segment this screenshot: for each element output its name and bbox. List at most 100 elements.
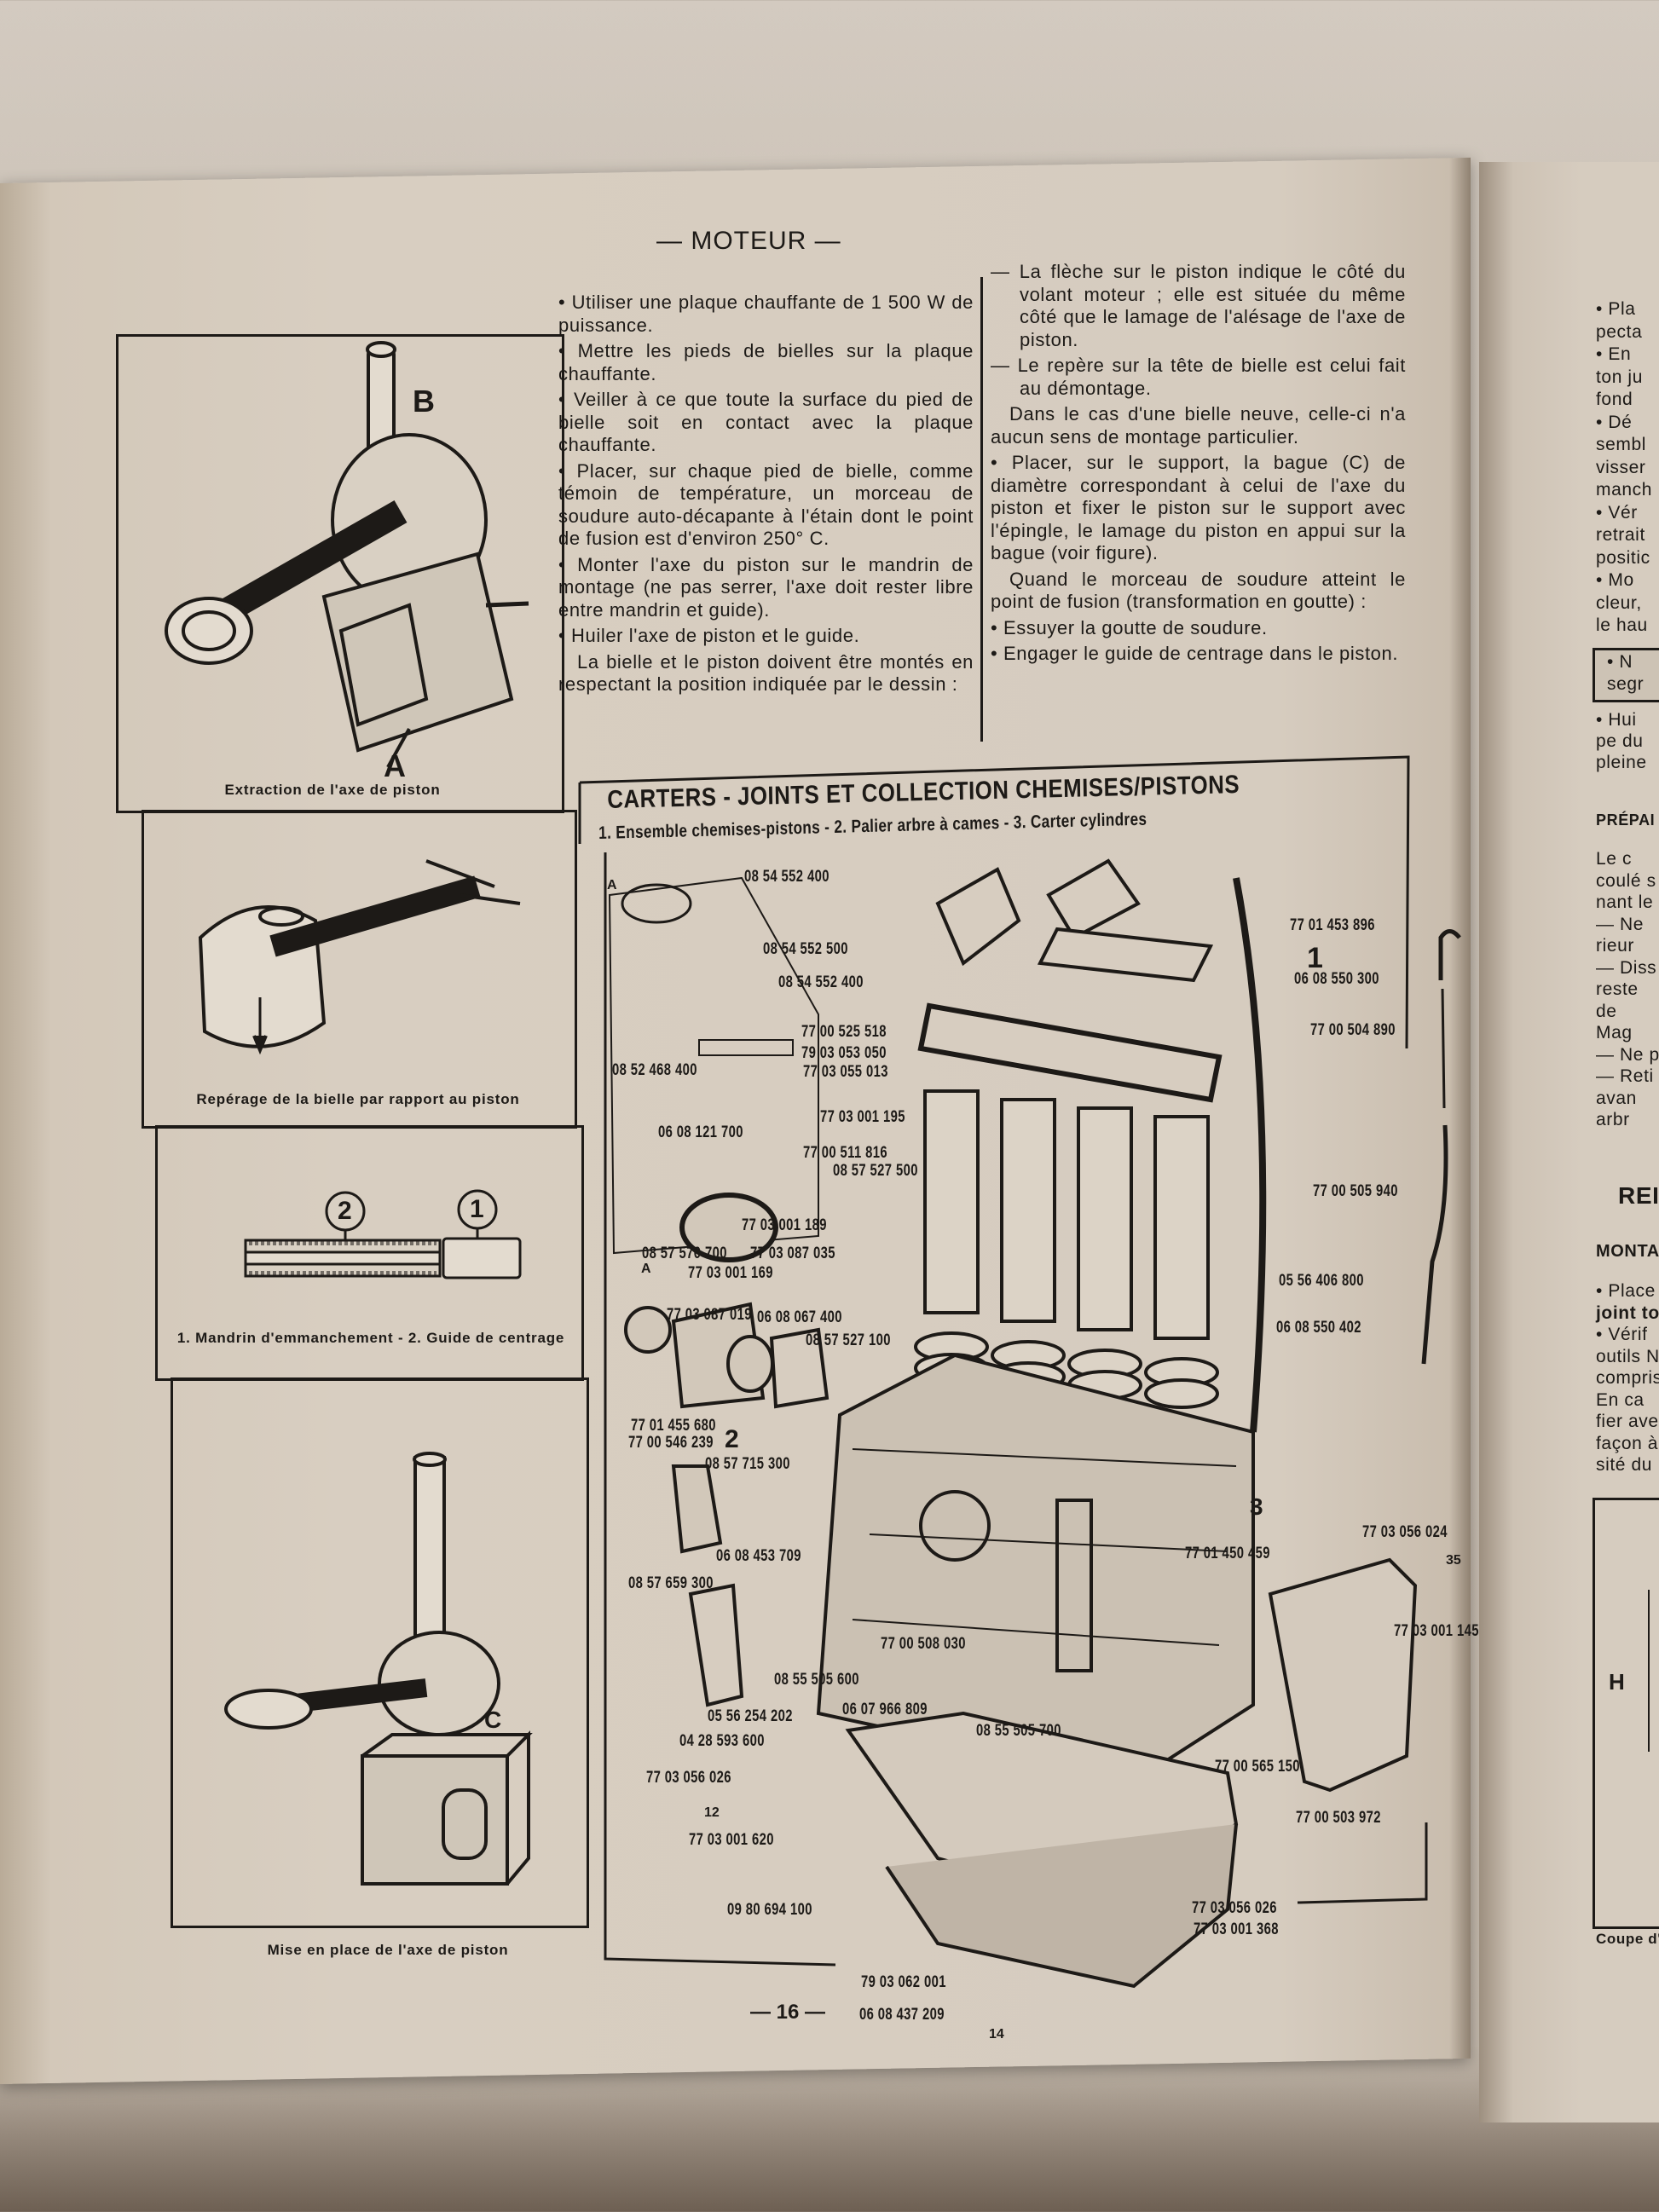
facing-page-text-fragment: — Ne [1596, 914, 1645, 934]
facing-page-text-fragment: • Place [1596, 1281, 1656, 1301]
part-number-label: 77 03 087 019 [667, 1306, 752, 1324]
part-number-label: 77 00 565 150 [1215, 1758, 1300, 1776]
figure-caption-reperage: Repérage de la bielle par rapport au pis… [196, 1091, 520, 1107]
facing-page-text-fragment: • Mo [1596, 570, 1634, 590]
part-number-label: 77 03 087 035 [750, 1245, 835, 1262]
label-a: A [384, 748, 406, 783]
facing-page-text-fragment: reste [1596, 979, 1639, 999]
facing-page-text-fragment: fier ave [1596, 1412, 1659, 1431]
part-number-label: 08 54 552 400 [778, 973, 864, 991]
facing-page-text-fragment: visser [1596, 457, 1646, 477]
part-number-label: 05 56 254 202 [708, 1707, 793, 1725]
facing-page-note-box [1593, 648, 1659, 702]
part-number-label: 77 00 508 030 [881, 1635, 966, 1653]
facing-page-text-fragment: ton ju [1596, 367, 1643, 387]
facing-page-text-fragment: pecta [1596, 321, 1643, 342]
part-number-label: 08 55 505 700 [976, 1722, 1061, 1740]
facing-page-text-fragment: rieur [1596, 936, 1635, 956]
part-number-label: 77 00 525 518 [801, 1023, 887, 1041]
right-text-column: — La flèche sur le piston indique le côt… [991, 261, 1406, 669]
facing-page-text-fragment: le hau [1596, 615, 1648, 635]
facing-page-text-fragment: retrait [1596, 525, 1645, 545]
facing-page-text-fragment: nant le [1596, 892, 1654, 912]
part-number-label: 08 57 570 700 [642, 1245, 727, 1262]
facing-page-text-fragment: pe du [1596, 731, 1644, 751]
part-number-label: 79 03 053 050 [801, 1044, 887, 1062]
facing-page-text-fragment: • Pla [1596, 299, 1636, 319]
facing-page-text-fragment: avan [1596, 1088, 1637, 1108]
part-number-label: 06 08 437 209 [859, 2006, 945, 2024]
paragraph: • Huiler l'axe de piston et le guide. [558, 625, 860, 646]
crankcase [816, 1353, 1255, 1784]
figure-caption-mise-en-place: Mise en place de l'axe de piston [267, 1942, 509, 1958]
part-number-label: 77 03 001 368 [1194, 1920, 1279, 1938]
diagram-callout: A [607, 878, 617, 892]
heading-montage: MONTA [1596, 1242, 1659, 1261]
piston-reperage-drawing [198, 859, 521, 1055]
paragraph: • Mettre les pieds de bielles sur la pla… [558, 340, 974, 384]
part-number-label: 77 03 055 013 [803, 1063, 888, 1081]
facing-page-text-fragment: arbr [1596, 1110, 1630, 1129]
facing-page-text-fragment: • Vérif [1596, 1325, 1648, 1344]
column-divider [980, 277, 983, 742]
part-number-label: 77 03 056 026 [1192, 1899, 1277, 1917]
dimension-line [1648, 1590, 1650, 1752]
part-number-label: 77 01 455 680 [631, 1417, 716, 1435]
part-number-label: 77 00 504 890 [1310, 1021, 1396, 1039]
facing-page-text-fragment: façon à [1596, 1433, 1659, 1453]
figure-caption-extraction: Extraction de l'axe de piston [224, 782, 441, 798]
part-number-label: 08 55 505 600 [774, 1671, 859, 1689]
facing-page-text-fragment: outils N [1596, 1346, 1659, 1366]
part-number-label: 08 57 659 300 [628, 1574, 714, 1592]
diagram-callout: 14 [989, 2027, 1004, 2042]
paragraph: — Le repère sur la tête de bielle est ce… [991, 355, 1406, 399]
diagram-callout: 12 [704, 1805, 720, 1820]
facing-page-text-fragment: coulé s [1596, 870, 1656, 891]
diagram-callout: A [641, 1262, 651, 1276]
label-c: C [484, 1707, 502, 1733]
facing-page-figure-box [1593, 1498, 1659, 1929]
figure-caption-mandrin: 1. Mandrin d'emmanchement - 2. Guide de … [176, 1330, 565, 1346]
facing-page-text-fragment: — Diss [1596, 957, 1657, 978]
paragraph: • Essuyer la goutte de soudure. [991, 616, 1268, 638]
facing-page-text-fragment: • Dé [1596, 412, 1633, 432]
diagram-callout: 1 [1307, 942, 1323, 974]
part-number-label: 77 03 001 620 [689, 1831, 774, 1849]
facing-page-text-fragment: • N [1607, 652, 1633, 672]
facing-page-text-fragment: cleur, [1596, 592, 1642, 613]
part-number-label: 77 00 503 972 [1296, 1809, 1381, 1827]
facing-page-text-fragment: — Reti [1596, 1066, 1654, 1086]
part-number-label: 06 08 550 300 [1294, 970, 1379, 988]
part-number-label: 08 52 468 400 [612, 1061, 697, 1079]
facing-page-text-fragment: compris [1596, 1368, 1659, 1388]
mandrin-drawing [244, 1189, 522, 1279]
heading-preparation: PRÉPAI [1596, 811, 1656, 829]
page-number: — 16 — [750, 2001, 826, 2024]
paragraph: Quand le morceau de soudure atteint le p… [991, 568, 1406, 613]
facing-page-text-fragment: de [1596, 1001, 1617, 1021]
diagram-frame [578, 755, 1428, 1967]
part-number-label: 08 54 552 500 [763, 940, 848, 958]
facing-page-text-fragment: sembl [1596, 435, 1647, 454]
heading-section: REI [1618, 1182, 1659, 1209]
diagram-callout: 35 [1446, 1553, 1461, 1568]
facing-page-text-fragment: positic [1596, 547, 1650, 568]
paragraph: Dans le cas d'une bielle neuve, celle-ci… [991, 403, 1406, 448]
diagram-callout: 2 [725, 1425, 739, 1453]
camshaft-bearing [624, 1302, 830, 1707]
part-number-label: 77 03 056 024 [1362, 1523, 1448, 1541]
facing-page-text-fragment: En ca [1596, 1389, 1645, 1410]
part-number-label: 04 28 593 600 [679, 1732, 765, 1750]
paragraph: • Placer, sur chaque pied de bielle, com… [558, 459, 974, 550]
oil-pan [845, 1711, 1239, 1989]
part-number-label: 77 01 453 896 [1290, 916, 1375, 934]
part-number-label: 05 56 406 800 [1279, 1272, 1364, 1290]
facing-page-text-fragment: — Ne p [1596, 1044, 1659, 1065]
facing-page-text-fragment: Mag [1596, 1023, 1633, 1042]
facing-page-text-fragment: Le c [1596, 849, 1633, 869]
facing-page-text-fragment: manch [1596, 480, 1653, 500]
gaskets [917, 858, 1223, 1103]
part-number-label: 77 03 001 169 [688, 1264, 773, 1282]
